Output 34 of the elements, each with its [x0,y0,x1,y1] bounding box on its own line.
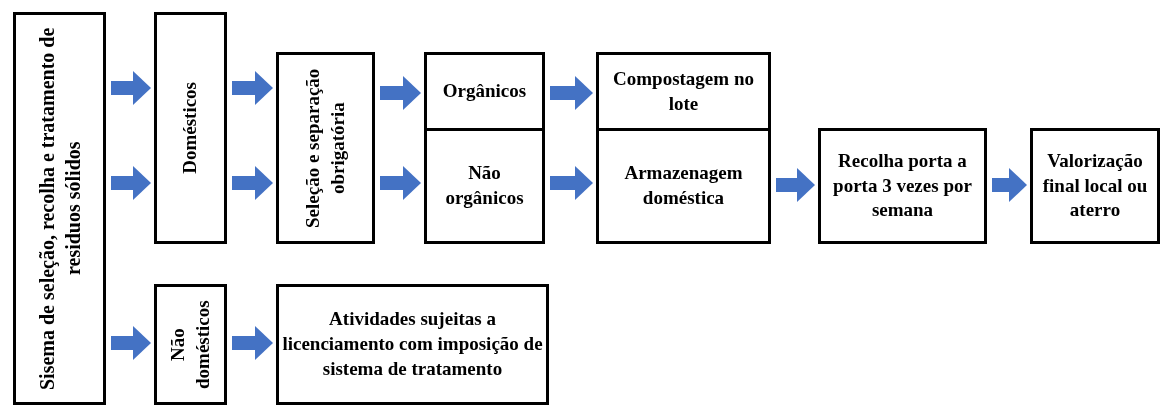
block-arrow [232,71,273,105]
block-arrow [380,76,421,110]
block-arrow [111,326,151,360]
process-box [596,128,771,244]
box-label: Atividades sujeitas a licenciamento com imposição de sistema de tratamento [281,307,544,381]
process-box [154,12,227,244]
process-box [596,52,771,131]
process-box [13,12,106,405]
block-arrow [550,166,593,200]
block-arrow [111,71,151,105]
box-label: Valorização final local ou aterro [1041,148,1149,223]
process-box [1030,128,1160,244]
process-box [276,284,549,405]
box-label: Orgânicos [442,79,527,104]
block-arrow [232,326,273,360]
box-label: Recolha porta a porta 3 vezes por semana [832,148,973,223]
box-label: Armazenagem doméstica [623,161,744,210]
block-arrow [232,166,273,200]
box-label: Sisema de seleção, recolha e tratamento de residuos sólidos [34,26,85,392]
block-arrow [550,76,593,110]
process-box [424,52,545,131]
box-label: Não orgânicos [444,161,525,210]
box-label: Compostagem no lote [612,66,755,116]
block-arrow [380,166,421,200]
block-arrow [992,168,1027,202]
process-box [424,128,545,244]
process-box [276,52,375,244]
block-arrow [776,168,815,202]
box-label: Não domésticos [165,299,214,391]
box-label: Domésticos [178,82,202,174]
process-box [154,284,227,405]
block-arrow [111,166,151,200]
process-box [818,128,987,244]
box-label: Seleção e separação obrigatória [300,67,349,230]
